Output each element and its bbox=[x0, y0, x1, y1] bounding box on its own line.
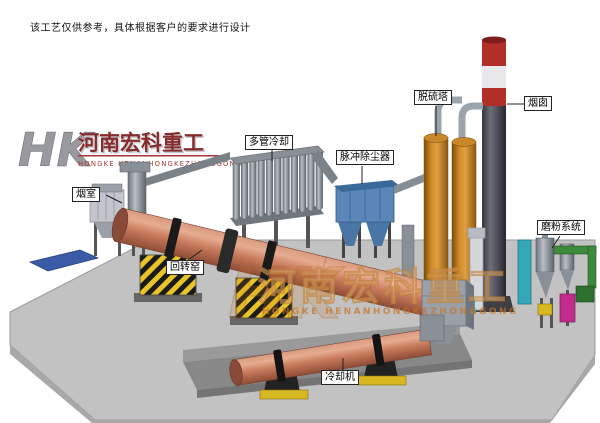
logo-divider bbox=[78, 155, 230, 157]
label-smoke-chamber: 烟室 bbox=[72, 187, 100, 202]
watermark-name-cn: 河南宏科重工 bbox=[258, 265, 510, 309]
leader-lines bbox=[105, 103, 561, 370]
label-rotary-kiln: 回转窑 bbox=[166, 260, 204, 275]
connecting-duct-center bbox=[312, 150, 338, 184]
kiln-support-piers bbox=[134, 254, 298, 325]
multi-tube-cooler bbox=[229, 145, 325, 254]
logo-name-cn-shadow: 河南宏科重工 bbox=[80, 133, 206, 157]
blue-foundation-slab bbox=[28, 249, 100, 272]
watermark-name-en: HONGKE HENANHONGKEZHONGGONG bbox=[262, 307, 519, 317]
logo-monogram: HK bbox=[18, 123, 95, 177]
logo-name-cn: 河南宏科重工 bbox=[78, 131, 204, 155]
chimney-stack bbox=[474, 36, 514, 312]
label-chimney: 烟囱 bbox=[524, 96, 552, 111]
label-desulfurization-tower: 脱硫塔 bbox=[414, 90, 452, 105]
leader-rotary-kiln bbox=[187, 249, 203, 261]
watermark-monogram: HK bbox=[228, 253, 346, 335]
leader-smoke-chamber bbox=[105, 194, 123, 204]
pulse-dust-collector bbox=[334, 174, 424, 258]
leader-grinding bbox=[551, 235, 561, 249]
label-grinding-system: 磨粉系统 bbox=[537, 220, 585, 235]
label-pulse-dust-collector: 脉冲除尘器 bbox=[336, 150, 394, 165]
company-logo: HK 河南宏科重工 河南宏科重工 HONGKE HENANHONGKEZHONG… bbox=[18, 123, 242, 178]
label-cooler: 冷却机 bbox=[321, 370, 359, 385]
logo-name-en: HONGKE HENANHONGKEZHONGGONG bbox=[78, 160, 242, 168]
disclaimer-text: 该工艺仅供参考，具体根据客户的要求进行设计 bbox=[30, 23, 251, 34]
center-watermark: HK 河南宏科重工 HONGKE HENANHONGKEZHONGGONG bbox=[228, 253, 519, 336]
rotary-kiln-shell bbox=[111, 207, 434, 317]
connecting-duct-left bbox=[146, 152, 230, 186]
label-multi-tube-cooling: 多管冷却 bbox=[245, 135, 293, 150]
